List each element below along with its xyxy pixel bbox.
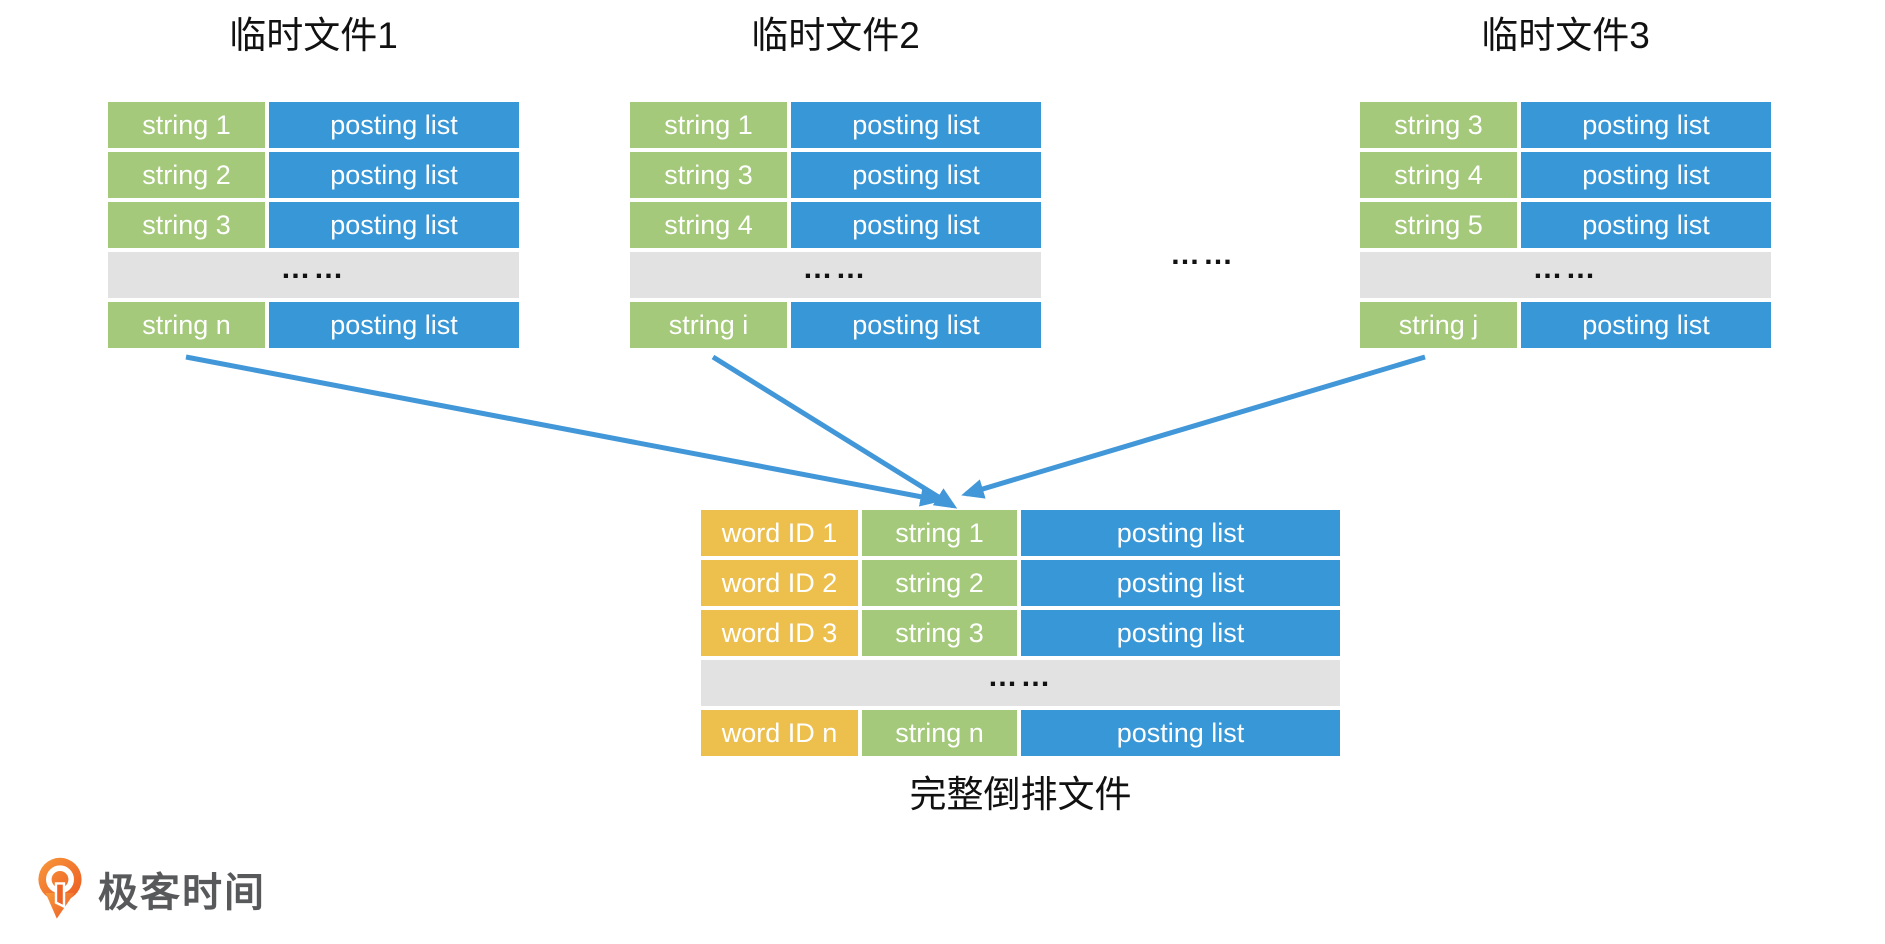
- geektime-logo-text: 极客时间: [98, 871, 266, 915]
- temp-file-2-title: 临时文件2: [751, 15, 920, 56]
- table-row: word ID 1 string 1 posting list: [701, 510, 1340, 556]
- posting-list-cell: posting list: [269, 152, 519, 198]
- temp-file-1-table: string 1 posting list string 2 posting l…: [108, 102, 519, 348]
- word-id-cell: word ID 2: [701, 560, 858, 606]
- table-row: string 1 posting list: [108, 102, 519, 148]
- posting-list-cell: posting list: [791, 202, 1041, 248]
- word-id-cell: word ID 3: [701, 610, 858, 656]
- posting-list-cell: posting list: [1021, 710, 1340, 756]
- posting-list-cell: posting list: [1521, 102, 1771, 148]
- posting-list-cell: posting list: [1021, 610, 1340, 656]
- table-row: string i posting list: [630, 302, 1041, 348]
- string-cell: string 2: [862, 560, 1017, 606]
- table-row: string 2 posting list: [108, 152, 519, 198]
- posting-list-cell: posting list: [1521, 202, 1771, 248]
- geektime-pin-icon: [38, 857, 82, 919]
- table-row: string 3 posting list: [1360, 102, 1771, 148]
- table-row: string 1 posting list: [630, 102, 1041, 148]
- string-cell: string n: [862, 710, 1017, 756]
- ellipsis-row: ……: [108, 252, 519, 298]
- table-row: string 5 posting list: [1360, 202, 1771, 248]
- ellipsis-row: ……: [1360, 252, 1771, 298]
- merge-arrow-from-temp3: [961, 354, 1426, 499]
- temp-file-3-table: string 3 posting list string 4 posting l…: [1360, 102, 1771, 348]
- posting-list-cell: posting list: [269, 302, 519, 348]
- table-row: string 3 posting list: [108, 202, 519, 248]
- posting-list-cell: posting list: [269, 102, 519, 148]
- string-cell: string 1: [862, 510, 1017, 556]
- string-cell: string 1: [108, 102, 265, 148]
- posting-list-cell: posting list: [791, 302, 1041, 348]
- string-cell: string 3: [630, 152, 787, 198]
- table-row: string 3 posting list: [630, 152, 1041, 198]
- posting-list-cell: posting list: [1021, 510, 1340, 556]
- string-cell: string 2: [108, 152, 265, 198]
- string-cell: string 4: [630, 202, 787, 248]
- string-cell: string n: [108, 302, 265, 348]
- merge-arrow-from-temp2: [711, 354, 958, 509]
- ellipsis-text: ……: [987, 660, 1054, 693]
- ellipsis-text: ……: [802, 252, 869, 285]
- posting-list-cell: posting list: [1521, 302, 1771, 348]
- geektime-logo: 极客时间: [36, 856, 266, 922]
- table-row: string n posting list: [108, 302, 519, 348]
- ellipsis-text: ……: [1170, 238, 1236, 271]
- table-row: string 4 posting list: [630, 202, 1041, 248]
- table-row: word ID n string n posting list: [701, 710, 1340, 756]
- string-cell: string 1: [630, 102, 787, 148]
- merge-arrow-from-temp1: [185, 354, 943, 507]
- word-id-cell: word ID 1: [701, 510, 858, 556]
- table-row: string j posting list: [1360, 302, 1771, 348]
- posting-list-cell: posting list: [1021, 560, 1340, 606]
- word-id-cell: word ID n: [701, 710, 858, 756]
- temp-file-1-title: 临时文件1: [229, 15, 398, 56]
- string-cell: string i: [630, 302, 787, 348]
- string-cell: string 3: [862, 610, 1017, 656]
- ellipsis-text: ……: [280, 252, 347, 285]
- string-cell: string 4: [1360, 152, 1517, 198]
- temp-file-2-table: string 1 posting list string 3 posting l…: [630, 102, 1041, 348]
- ellipsis-row: ……: [701, 660, 1340, 706]
- string-cell: string 3: [108, 202, 265, 248]
- table-row: string 4 posting list: [1360, 152, 1771, 198]
- between-tables-ellipsis: ……: [1138, 234, 1268, 280]
- string-cell: string 5: [1360, 202, 1517, 248]
- posting-list-cell: posting list: [1521, 152, 1771, 198]
- table-row: word ID 3 string 3 posting list: [701, 610, 1340, 656]
- string-cell: string j: [1360, 302, 1517, 348]
- posting-list-cell: posting list: [269, 202, 519, 248]
- ellipsis-row: ……: [630, 252, 1041, 298]
- posting-list-cell: posting list: [791, 152, 1041, 198]
- temp-file-3-title: 临时文件3: [1481, 15, 1650, 56]
- string-cell: string 3: [1360, 102, 1517, 148]
- merged-table-caption: 完整倒排文件: [909, 774, 1132, 815]
- merged-inverted-file-table: word ID 1 string 1 posting list word ID …: [701, 510, 1340, 756]
- ellipsis-text: ……: [1532, 252, 1599, 285]
- table-row: word ID 2 string 2 posting list: [701, 560, 1340, 606]
- posting-list-cell: posting list: [791, 102, 1041, 148]
